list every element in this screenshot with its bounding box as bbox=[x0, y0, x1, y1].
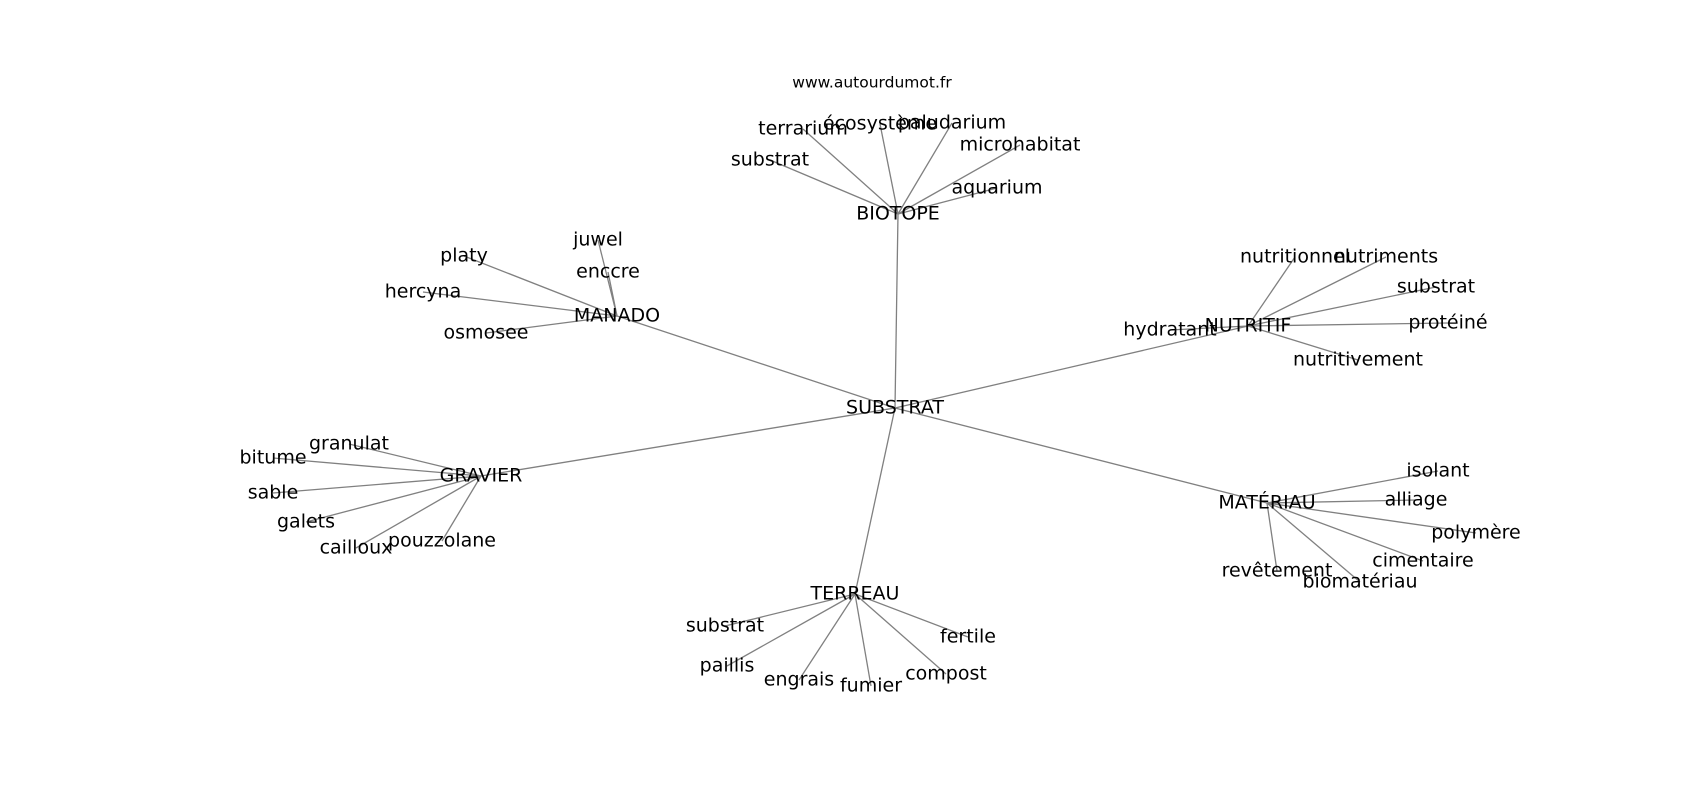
hub-word[interactable]: GRAVIER bbox=[440, 465, 523, 487]
edge-hub-to-word bbox=[1266, 502, 1477, 534]
hub-word[interactable]: MATÉRIAU bbox=[1218, 491, 1315, 514]
leaf-word[interactable]: isolant bbox=[1406, 460, 1469, 482]
edge-hub-to-word bbox=[897, 122, 953, 215]
leaf-word[interactable]: alliage bbox=[1385, 489, 1448, 511]
leaf-word[interactable]: paludarium bbox=[898, 112, 1006, 134]
edge-center-to-hub bbox=[854, 407, 896, 595]
leaf-word[interactable]: granulat bbox=[309, 433, 389, 455]
hub-word[interactable]: MANADO bbox=[574, 305, 660, 327]
edge-hub-to-word bbox=[1169, 325, 1249, 331]
leaf-word[interactable]: nutritionnel bbox=[1240, 246, 1350, 268]
edge-hub-to-word bbox=[798, 593, 856, 681]
hub-word[interactable]: TERREAU bbox=[810, 583, 900, 605]
edge-hub-to-word bbox=[485, 315, 618, 334]
edge-center-to-hub bbox=[616, 315, 896, 409]
leaf-word[interactable]: compost bbox=[905, 663, 987, 685]
edge-hub-to-word bbox=[726, 593, 856, 667]
leaf-word[interactable]: pouzzolane bbox=[388, 530, 496, 552]
edge-hub-to-word bbox=[1266, 499, 1417, 504]
leaf-word[interactable]: substrat bbox=[1397, 276, 1475, 298]
leaf-word[interactable]: osmosee bbox=[444, 322, 529, 344]
edge-hub-to-word bbox=[1266, 502, 1278, 572]
leaf-word[interactable]: platy bbox=[440, 245, 488, 267]
leaf-word[interactable]: enccre bbox=[576, 261, 640, 283]
leaf-word[interactable]: aquarium bbox=[951, 177, 1042, 199]
leaf-word[interactable]: écosystème bbox=[823, 113, 937, 135]
leaf-word[interactable]: fertile bbox=[940, 626, 996, 648]
edge-hub-to-word bbox=[463, 255, 618, 317]
edge-hub-to-word bbox=[1247, 325, 1359, 361]
leaf-word[interactable]: microhabitat bbox=[960, 134, 1081, 156]
edge-hub-to-word bbox=[1266, 502, 1424, 562]
leaf-word[interactable]: bitume bbox=[239, 447, 306, 469]
edge-hub-to-word bbox=[897, 144, 1021, 215]
edge-hub-to-word bbox=[1266, 470, 1439, 504]
site-url[interactable]: www.autourdumot.fr bbox=[792, 74, 952, 92]
edge-center-to-hub bbox=[894, 213, 899, 409]
leaf-word[interactable]: substrat bbox=[731, 149, 809, 171]
leaf-word[interactable]: nutritivement bbox=[1293, 349, 1423, 371]
edge-hub-to-word bbox=[305, 475, 482, 523]
edge-hub-to-word bbox=[355, 475, 482, 549]
leaf-word[interactable]: paillis bbox=[700, 655, 755, 677]
edge-hub-to-word bbox=[607, 271, 618, 317]
edge-hub-to-word bbox=[769, 159, 899, 215]
edge-hub-to-word bbox=[724, 593, 856, 627]
edge-hub-to-word bbox=[1247, 256, 1387, 327]
edge-hub-to-word bbox=[272, 457, 482, 477]
edge-hub-to-word bbox=[1266, 502, 1361, 583]
leaf-word[interactable]: terrarium bbox=[758, 118, 848, 140]
hub-word[interactable]: NUTRITIF bbox=[1205, 315, 1292, 337]
leaf-word[interactable]: engrais bbox=[764, 669, 834, 691]
leaf-word[interactable]: hercyna bbox=[385, 281, 462, 303]
leaf-word[interactable]: biomatériau bbox=[1302, 571, 1417, 593]
hub-word[interactable]: BIOTOPE bbox=[856, 203, 940, 225]
edge-hub-to-word bbox=[272, 475, 482, 494]
edge-hub-to-word bbox=[1247, 322, 1449, 327]
edge-hub-to-word bbox=[441, 475, 482, 542]
edge-hub-to-word bbox=[1247, 286, 1437, 327]
leaf-word[interactable]: cimentaire bbox=[1372, 550, 1473, 572]
leaf-word[interactable]: cailloux bbox=[320, 537, 393, 559]
leaf-word[interactable]: sable bbox=[248, 482, 299, 504]
edge-center-to-hub bbox=[894, 325, 1249, 409]
edge-hub-to-word bbox=[879, 123, 899, 215]
edge-hub-to-word bbox=[897, 187, 998, 215]
label-layer: SUBSTRAT BIOTOPE substrat terrariumécosystè… bbox=[239, 112, 1520, 697]
edge-center-to-hub bbox=[480, 407, 896, 477]
edge-hub-to-word bbox=[348, 443, 482, 477]
leaf-word[interactable]: galets bbox=[277, 511, 335, 533]
edge-hub-to-word bbox=[854, 593, 947, 675]
edge-hub-to-word bbox=[422, 291, 618, 317]
leaf-word[interactable]: polymère bbox=[1431, 522, 1521, 544]
center-word[interactable]: SUBSTRAT bbox=[846, 397, 944, 419]
leaf-word[interactable]: substrat bbox=[686, 615, 764, 637]
edge-hub-to-word bbox=[854, 593, 872, 687]
edge-hub-to-word bbox=[1247, 256, 1296, 327]
leaf-word[interactable]: revêtement bbox=[1222, 560, 1333, 582]
edge-layer bbox=[272, 122, 1477, 687]
edge-hub-to-word bbox=[854, 593, 969, 638]
leaf-word[interactable]: protéiné bbox=[1408, 312, 1487, 334]
leaf-word[interactable]: nutriments bbox=[1334, 246, 1438, 268]
leaf-word[interactable]: hydratant bbox=[1123, 319, 1216, 341]
leaf-word[interactable]: fumier bbox=[840, 675, 902, 697]
edge-center-to-hub bbox=[894, 407, 1268, 504]
leaf-word[interactable]: juwel bbox=[572, 229, 623, 251]
edge-hub-to-word bbox=[802, 128, 899, 215]
